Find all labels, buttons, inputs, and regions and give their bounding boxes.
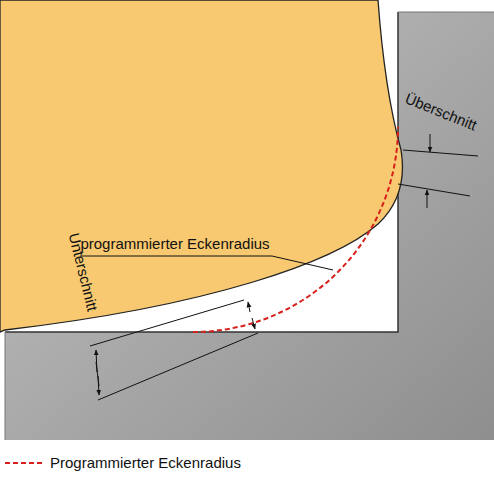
- radius-label: programmierter Eckenradius: [80, 235, 269, 253]
- undercut-dimension: [90, 300, 258, 400]
- legend-text: Programmierter Eckenradius: [50, 454, 241, 472]
- overcut-dimension: [398, 134, 478, 208]
- radius-leader: [80, 256, 333, 270]
- tool-insert: [0, 0, 402, 332]
- programmed-corner-radius: [193, 127, 398, 332]
- legend-dashed-sample: [5, 462, 42, 464]
